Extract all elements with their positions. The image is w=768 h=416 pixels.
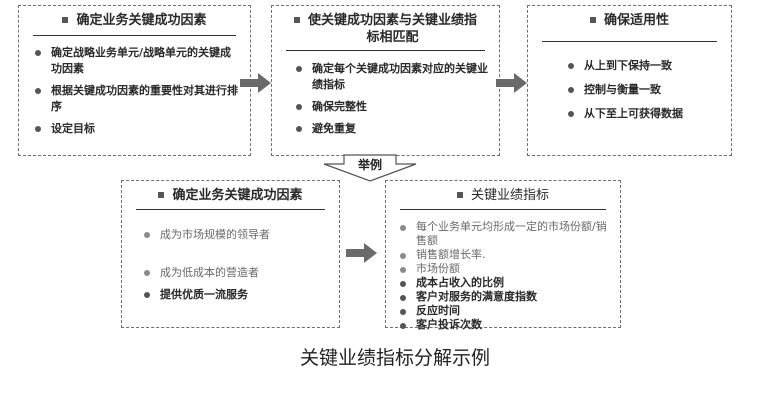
process-box-kpi-matching: 使关键成功因素与关键业绩指标相匹配 确定每个关键成功因素对应的关键业绩指标 确保… (271, 5, 500, 156)
list-item: 成为市场规模的领导者 (144, 227, 329, 243)
list-item: 确保完整性 (296, 99, 489, 115)
divider (33, 35, 236, 36)
list-item: 市场份额 (400, 262, 614, 276)
item-text: 从上到下保持一致 (584, 59, 672, 72)
right-arrow-icon (496, 73, 527, 93)
box-heading: 使关键成功因素与关键业绩指标相匹配 (294, 12, 477, 46)
example-box-kpi: 关键业绩指标 每个业务单元均形成一定的市场份额/销售额 销售额增长率. 市场份额… (385, 180, 621, 331)
list-item: 反应时间 (400, 304, 614, 318)
item-text: 确保完整性 (312, 100, 367, 113)
item-list: 从上到下保持一致 控制与衡量一致 从下至上可获得数据 (568, 58, 721, 122)
list-item: 确定每个关键成功因素对应的关键业绩指标 (296, 61, 489, 93)
item-text: 客户投诉次数 (416, 318, 482, 331)
item-text: 市场份额 (416, 262, 460, 275)
item-text: 设定目标 (51, 122, 95, 135)
bullet-icon (400, 323, 406, 329)
box-title: 确定业务关键成功因素 (76, 13, 207, 28)
square-bullet-icon (456, 192, 463, 198)
item-text: 成为低成本的营造者 (160, 266, 259, 279)
list-item: 控制与衡量一致 (568, 82, 721, 98)
right-arrow-icon (346, 243, 377, 263)
item-text: 成本占收入的比例 (416, 276, 504, 289)
bullet-icon (400, 225, 406, 231)
bullet-icon (144, 292, 150, 298)
bullet-icon (144, 270, 150, 276)
list-item: 根据关键成功因素的重要性对其进行排序 (35, 83, 240, 115)
bullet-icon (400, 281, 406, 287)
list-item: 从上到下保持一致 (568, 58, 721, 74)
item-text: 从下至上可获得数据 (584, 107, 683, 120)
list-item: 客户对服务的满意度指数 (400, 290, 614, 304)
square-bullet-icon (589, 17, 596, 23)
square-bullet-icon (294, 17, 300, 23)
item-list: 每个业务单元均形成一定的市场份额/销售额 销售额增长率. 市场份额 成本占收入的… (400, 220, 614, 332)
box-title: 确定业务关键成功因素 (172, 188, 303, 203)
list-item: 设定目标 (35, 121, 240, 137)
list-item: 成为低成本的营造者 (144, 265, 329, 281)
item-text: 反应时间 (416, 304, 460, 317)
item-text: 销售额增长率. (416, 248, 486, 261)
bullet-icon (400, 309, 406, 315)
square-bullet-icon (158, 192, 165, 198)
down-arrow-icon (323, 154, 417, 182)
list-item: 从下至上可获得数据 (568, 106, 721, 122)
item-text: 提供优质一流服务 (160, 288, 248, 301)
bullet-icon (35, 88, 41, 94)
figure-caption: 关键业绩指标分解示例 (300, 347, 491, 369)
item-text: 确定战略业务单元/战略单元的关键成功因素 (51, 46, 232, 75)
process-box-applicability: 确保适用性 从上到下保持一致 控制与衡量一致 从下至上可获得数据 (527, 5, 732, 156)
bullet-icon (296, 66, 302, 72)
box-title: 关键业绩指标 (470, 188, 549, 203)
bullet-icon (35, 50, 41, 56)
item-text: 控制与衡量一致 (584, 83, 661, 96)
divider (286, 50, 485, 51)
bullet-icon (400, 295, 406, 301)
bullet-icon (296, 104, 302, 110)
item-list: 确定每个关键成功因素对应的关键业绩指标 确保完整性 避免重复 (296, 61, 489, 137)
square-bullet-icon (62, 17, 69, 23)
list-item: 避免重复 (296, 121, 489, 137)
bullet-icon (568, 87, 574, 93)
item-text: 确定每个关键成功因素对应的关键业绩指标 (312, 62, 488, 91)
bullet-icon (400, 267, 406, 273)
item-text: 成为市场规模的领导者 (160, 228, 270, 241)
box-heading: 确保适用性 (538, 12, 721, 29)
bullet-icon (568, 63, 574, 69)
bullet-icon (144, 232, 150, 238)
list-item: 客户投诉次数 (400, 318, 614, 332)
bullet-icon (35, 126, 41, 132)
list-item: 提供优质一流服务 (144, 287, 329, 303)
divider (542, 41, 717, 42)
box-title: 确保适用性 (603, 13, 669, 28)
item-text: 每个业务单元均形成一定的市场份额/销售额 (416, 220, 607, 247)
list-item: 销售额增长率. (400, 248, 614, 262)
divider (400, 209, 606, 210)
example-label: 举例 (357, 158, 382, 172)
bullet-icon (400, 253, 406, 259)
example-box-success-factors: 确定业务关键成功因素 成为市场规模的领导者 成为低成本的营造者 提供优质一流服务 (121, 180, 340, 328)
list-item: 确定战略业务单元/战略单元的关键成功因素 (35, 45, 240, 77)
list-item: 每个业务单元均形成一定的市场份额/销售额 (400, 220, 614, 248)
item-text: 客户对服务的满意度指数 (416, 290, 537, 303)
right-arrow-icon (240, 73, 271, 93)
bullet-icon (296, 126, 302, 132)
box-heading: 关键业绩指标 (396, 187, 610, 204)
process-box-success-factors: 确定业务关键成功因素 确定战略业务单元/战略单元的关键成功因素 根据关键成功因素… (18, 5, 251, 156)
item-list: 确定战略业务单元/战略单元的关键成功因素 根据关键成功因素的重要性对其进行排序 … (35, 45, 240, 137)
box-heading: 确定业务关键成功因素 (29, 12, 240, 29)
box-heading: 确定业务关键成功因素 (132, 187, 329, 204)
item-list: 成为市场规模的领导者 成为低成本的营造者 提供优质一流服务 (144, 227, 329, 303)
item-text: 根据关键成功因素的重要性对其进行排序 (51, 84, 238, 113)
bullet-icon (568, 111, 574, 117)
list-item: 成本占收入的比例 (400, 276, 614, 290)
divider (136, 209, 325, 210)
box-title: 使关键成功因素与关键业绩指标相匹配 (308, 13, 478, 45)
item-text: 避免重复 (312, 122, 356, 135)
